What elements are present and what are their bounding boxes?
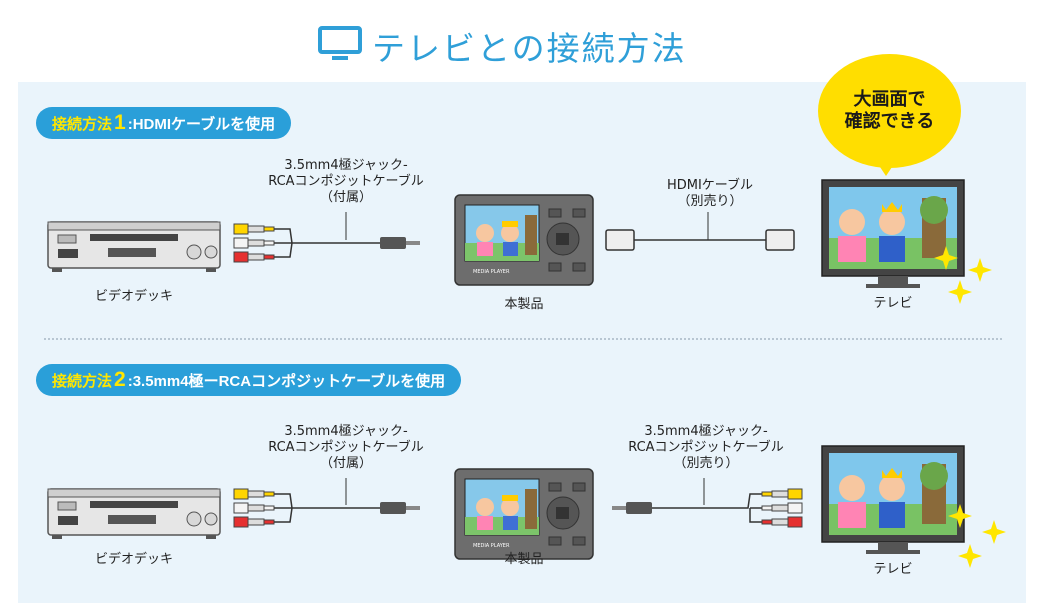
method1-cable-left-label: 3.5mm4極ジャック- RCAコンポジットケーブル （付属） [240,158,452,206]
bubble-line1: 大画面で [853,89,926,110]
method2-number: 2 [114,368,126,391]
method2-cable-right-label: 3.5mm4極ジャック- RCAコンポジットケーブル （別売り） [600,424,812,472]
method1-cable-left-line3: （付属） [319,190,372,205]
page-header: テレビとの接続方法 [0,0,1045,82]
method1-prefix: 接続方法 [52,115,113,133]
method2-cable-right-line1: 3.5mm4極ジャック- [644,424,768,439]
method2-cable-left-label: 3.5mm4極ジャック- RCAコンポジットケーブル （付属） [240,424,452,472]
method1-cable-left-line2: RCAコンポジットケーブル [268,174,424,189]
method2-cable-right-line3: （別売り） [673,456,739,471]
bubble-tail [874,158,898,176]
section-divider [44,338,1002,340]
method2-cable-right-line2: RCAコンポジットケーブル [628,440,784,455]
bubble-line2: 確認できる [844,111,935,132]
method1-vcr-label: ビデオデッキ [94,289,173,304]
method1-suffix: :HDMIケーブルを使用 [127,115,276,133]
method2-heading: 接続方法 2 :3.5mm4極ーRCAコンポジットケーブルを使用 [36,364,462,396]
method2-vcr-label: ビデオデッキ [94,552,173,567]
method2-cable-left-line1: 3.5mm4極ジャック- [284,424,408,439]
method2-prefix: 接続方法 [52,372,113,390]
method1-cable-right-line2: （別売り） [677,194,743,209]
method1-heading: 接続方法 1 :HDMIケーブルを使用 [36,107,292,139]
method2-tv-label: テレビ [873,562,913,577]
tv-icon [318,25,362,67]
method2-suffix: :3.5mm4極ーRCAコンポジットケーブルを使用 [127,372,446,390]
method1-tv-label: テレビ [873,296,913,311]
method2-product-label: 本製品 [504,552,544,567]
method2-cable-left-line2: RCAコンポジットケーブル [268,440,424,455]
method2-cable-left-line3: （付属） [319,456,372,471]
method1-product-label: 本製品 [504,297,544,312]
callout-bubble: 大画面で確認できる [818,54,961,168]
method1-number: 1 [114,111,126,134]
page-title-text: テレビとの接続方法 [372,29,687,68]
method1-cable-right-label: HDMIケーブル （別売り） [640,178,780,210]
page-title: テレビとの接続方法 [318,22,687,70]
method1-cable-left-line1: 3.5mm4極ジャック- [284,158,408,173]
method1-cable-right-line1: HDMIケーブル [666,178,754,193]
